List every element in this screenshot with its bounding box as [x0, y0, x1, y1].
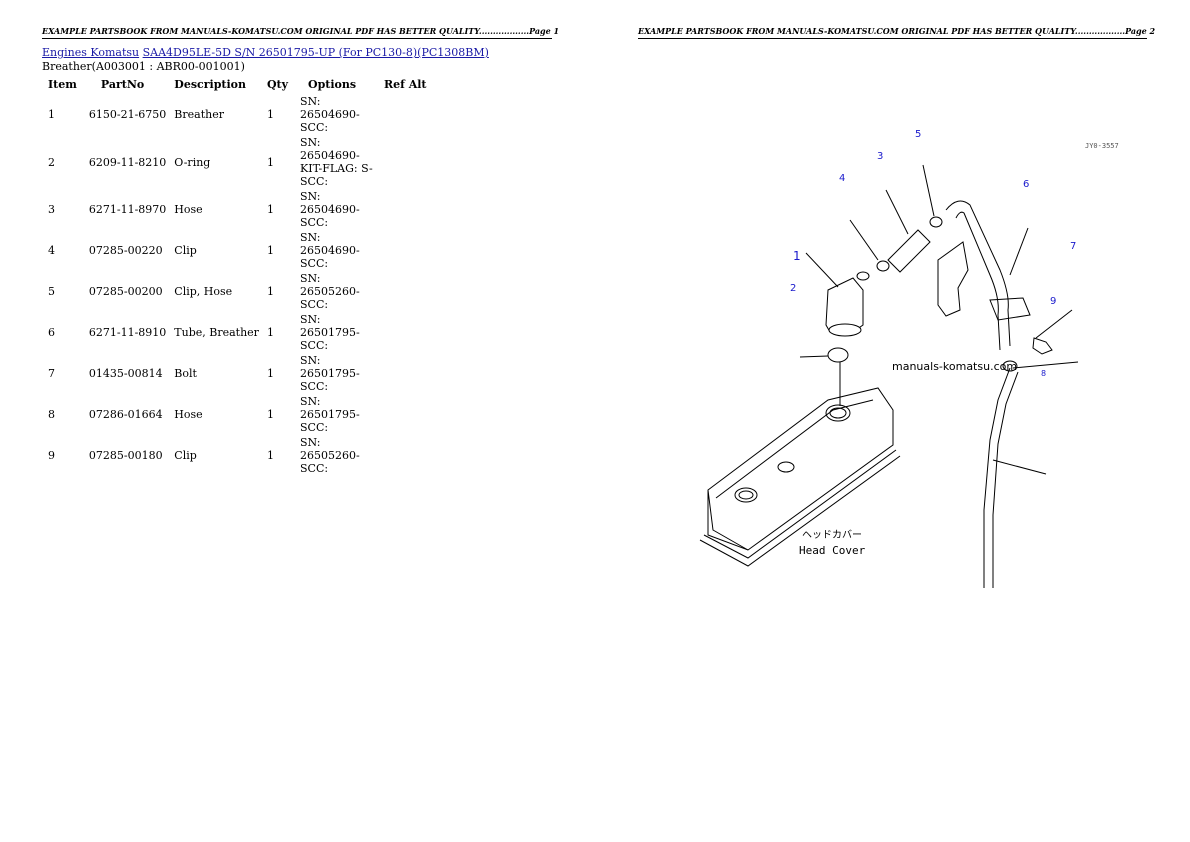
- cell-qty: 1: [266, 408, 274, 421]
- cell-ref-alt: [378, 189, 433, 230]
- cell-partno: 6271-11-8910: [88, 326, 167, 339]
- cell-item: 4: [48, 244, 55, 257]
- cell-qty: 1: [266, 367, 274, 380]
- callout-5: 5: [915, 129, 921, 140]
- cell-item: 5: [48, 285, 55, 298]
- callout-6: 6: [1023, 179, 1029, 190]
- bracket-drawing: [937, 241, 1031, 321]
- cell-qty: 1: [266, 285, 274, 298]
- cell-partno: 07285-00200: [88, 285, 163, 298]
- callout-3: 3: [877, 151, 883, 162]
- callout-2: 2: [790, 283, 796, 294]
- table-row: 4 07285-00220 Clip 1 SN: 26504690-SCC:: [42, 230, 433, 271]
- cell-description: Tube, Breather: [174, 326, 259, 339]
- callout-1: 1: [793, 249, 801, 263]
- tube-drawing: [945, 200, 1029, 351]
- cell-ref-alt: [378, 135, 433, 189]
- callout-7: 7: [1070, 241, 1076, 252]
- cell-partno: 07285-00220: [88, 244, 163, 257]
- cell-options: SN: 26504690-SCC:: [300, 95, 360, 134]
- cell-ref-alt: [378, 394, 433, 435]
- table-row: 7 01435-00814 Bolt 1 SN: 26501795-SCC:: [42, 353, 433, 394]
- breadcrumb-link-model[interactable]: SAA4D95LE-5D S/N 26501795-UP (For PC130-…: [142, 46, 489, 59]
- drawing-code: JY0-3557: [1085, 142, 1119, 150]
- cell-description: Clip, Hose: [174, 285, 233, 298]
- parts-diagram: 1 2 3 4 5 6 7 8 9 JY0-3557 manuals-komat…: [699, 129, 1119, 588]
- page-subtitle: Breather(A003001 : ABR00-001001): [42, 60, 245, 73]
- table-header-row: Item PartNo Description Qty Options Ref …: [42, 76, 433, 94]
- cell-options: SN: 26501795-SCC:: [300, 313, 360, 352]
- lower-hose-drawing: [983, 360, 1079, 588]
- cell-options: SN: 26505260-SCC:: [300, 436, 360, 475]
- cell-partno: 07286-01664: [88, 408, 163, 421]
- cell-item: 9: [48, 449, 55, 462]
- breadcrumb: Engines Komatsu SAA4D95LE-5D S/N 2650179…: [42, 46, 489, 59]
- cell-description: Hose: [174, 408, 203, 421]
- cell-qty: 1: [266, 108, 274, 121]
- column-header-description: Description: [174, 78, 246, 91]
- cell-qty: 1: [266, 203, 274, 216]
- cell-item: 8: [48, 408, 55, 421]
- column-header-ref-alt: Ref Alt: [384, 78, 427, 91]
- cell-item: 7: [48, 367, 55, 380]
- cell-description: Bolt: [174, 367, 197, 380]
- cell-qty: 1: [266, 449, 274, 462]
- table-row: 8 07286-01664 Hose 1 SN: 26501795-SCC:: [42, 394, 433, 435]
- head-cover-label-en: Head Cover: [799, 544, 866, 557]
- column-header-item: Item: [48, 78, 77, 91]
- page-1-header: EXAMPLE PARTSBOOK FROM MANUALS-KOMATSU.C…: [42, 26, 559, 39]
- cell-partno: 07285-00180: [88, 449, 163, 462]
- cell-partno: 01435-00814: [88, 367, 163, 380]
- cell-partno: 6150-21-6750: [88, 108, 167, 121]
- cell-options: SN: 26505260-SCC:: [300, 272, 360, 311]
- table-row: 1 6150-21-6750 Breather 1 SN: 26504690-SCC:: [42, 94, 433, 135]
- cell-ref-alt: [378, 435, 433, 476]
- cell-qty: 1: [266, 244, 274, 257]
- table-row: 5 07285-00200 Clip, Hose 1 SN: 26505260-SCC:: [42, 271, 433, 312]
- cell-ref-alt: [378, 312, 433, 353]
- column-header-qty: Qty: [266, 78, 289, 91]
- cell-options: SN: 26501795-SCC:: [300, 395, 360, 434]
- cell-description: O-ring: [174, 155, 211, 169]
- table-row: 2 6209-11-8210 O-ring 1 SN: 26504690-KIT-FLA…: [42, 135, 433, 189]
- cell-item: 2: [48, 155, 55, 169]
- cell-description: Breather: [174, 108, 224, 121]
- cell-options: SN: 26504690-KIT-FLAG: S-SCC:: [300, 136, 373, 188]
- breadcrumb-link-engines[interactable]: Engines Komatsu: [42, 46, 140, 59]
- cell-options: SN: 26504690-SCC:: [300, 231, 360, 270]
- cell-ref-alt: [378, 230, 433, 271]
- callout-4: 4: [839, 173, 845, 184]
- cell-ref-alt: [378, 271, 433, 312]
- cell-ref-alt: [378, 353, 433, 394]
- parts-table: Item PartNo Description Qty Options Ref …: [42, 76, 433, 476]
- cell-item: 3: [48, 203, 55, 216]
- cell-item: 6: [48, 326, 55, 339]
- table-row: 9 07285-00180 Clip 1 SN: 26505260-SCC:: [42, 435, 433, 476]
- cell-description: Clip: [174, 244, 197, 257]
- head-cover-label-jp: ヘッドカバー: [802, 529, 862, 541]
- head-cover-drawing: [699, 347, 901, 567]
- breather-drawing: [805, 252, 870, 337]
- table-row: 3 6271-11-8970 Hose 1 SN: 26504690-SCC:: [42, 189, 433, 230]
- cell-partno: 6209-11-8210: [88, 155, 167, 169]
- cell-qty: 1: [266, 326, 274, 339]
- page-2-header: EXAMPLE PARTSBOOK FROM MANUALS-KOMATSU.C…: [638, 26, 1155, 39]
- callout-9: 9: [1050, 296, 1056, 307]
- cell-ref-alt: [378, 94, 433, 135]
- cell-description: Hose: [174, 203, 203, 216]
- bolt-drawing: [1032, 309, 1073, 355]
- cell-qty: 1: [266, 155, 274, 169]
- cell-options: SN: 26501795-SCC:: [300, 354, 360, 393]
- column-header-options: Options: [308, 78, 357, 91]
- column-header-partno: PartNo: [100, 78, 145, 91]
- callout-8: 8: [1041, 369, 1046, 378]
- watermark: manuals-komatsu.com: [892, 360, 1017, 373]
- hose-drawing: [849, 164, 943, 273]
- table-row: 6 6271-11-8910 Tube, Breather 1 SN: 26501795…: [42, 312, 433, 353]
- cell-partno: 6271-11-8970: [88, 203, 167, 216]
- cell-options: SN: 26504690-SCC:: [300, 190, 360, 229]
- cell-item: 1: [48, 108, 55, 121]
- cell-description: Clip: [174, 449, 197, 462]
